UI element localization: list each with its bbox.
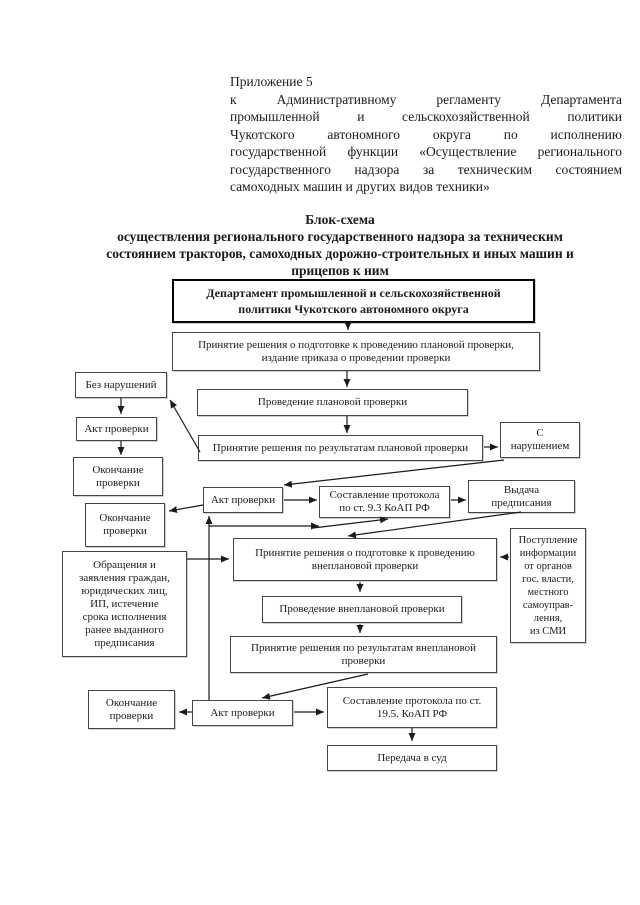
box-transfer-to-court: Передача в суд <box>327 745 497 771</box>
box-conduct-unplanned-inspection: Проведение внеплановой проверки <box>262 596 462 623</box>
box-end-of-inspection-2: Окончание проверки <box>85 503 165 547</box>
box-issue-prescription: Выдача предписания <box>468 480 575 513</box>
flowchart-title: Блок-схема осуществления регионального г… <box>50 211 630 279</box>
box-with-violation: С нарушением <box>500 422 580 458</box>
header-line: самоходных машин и других видов техники» <box>230 179 490 194</box>
box-no-violations: Без нарушений <box>75 372 167 398</box>
box-inspection-act-3: Акт проверки <box>192 700 293 726</box>
header-line: Чукотского автономного округа по исполне… <box>230 126 622 142</box>
header-line: к Административному регламенту Департаме… <box>230 91 622 107</box>
arrow-act2-to-end2 <box>168 504 204 514</box>
box-decision-planned-inspection: Принятие решения о подготовке к проведен… <box>172 332 540 371</box>
box-inspection-act-1: Акт проверки <box>76 417 157 441</box>
header-line: Приложение 5 <box>230 74 313 89</box>
header-line: государственной функции «Осуществление р… <box>230 144 622 159</box>
box-results-planned-inspection: Принятие решения по результатам плановой… <box>198 435 483 461</box>
box-incoming-information: Поступление информации от органов гос. в… <box>510 528 586 643</box>
header-line: промышленной и сельскохозяйственной поли… <box>230 109 622 124</box>
box-end-of-inspection-3: Окончание проверки <box>88 690 175 729</box>
box-results-unplanned-inspection: Принятие решения по результатам внеплано… <box>230 636 497 673</box>
arrow-up-to-protocol93 <box>312 516 389 529</box>
title-subtitle: осуществления регионального государствен… <box>106 229 574 278</box>
box-citizen-appeals: Обращения и заявления граждан, юридическ… <box>62 551 187 657</box>
header-line: государственного надзора за техническим … <box>230 161 622 177</box>
arrow-results-to-no-violations <box>169 399 201 453</box>
box-inspection-act-2: Акт проверки <box>203 487 283 513</box>
box-protocol-art-19-5: Составление протокола по ст. 19.5. КоАП … <box>327 687 497 728</box>
box-department: Департамент промышленной и сельскохозяйс… <box>172 279 535 323</box>
appendix-header: Приложение 5 к Административному регламе… <box>230 73 622 196</box>
box-decision-unplanned-inspection: Принятие решения о подготовке к проведен… <box>233 538 497 581</box>
box-end-of-inspection-1: Окончание проверки <box>73 457 163 496</box>
box-conduct-planned-inspection: Проведение плановой проверки <box>197 389 468 416</box>
box-protocol-art-9-3: Составление протокола по ст. 9.3 КоАП РФ <box>319 486 450 518</box>
title-heading: Блок-схема <box>305 212 375 227</box>
